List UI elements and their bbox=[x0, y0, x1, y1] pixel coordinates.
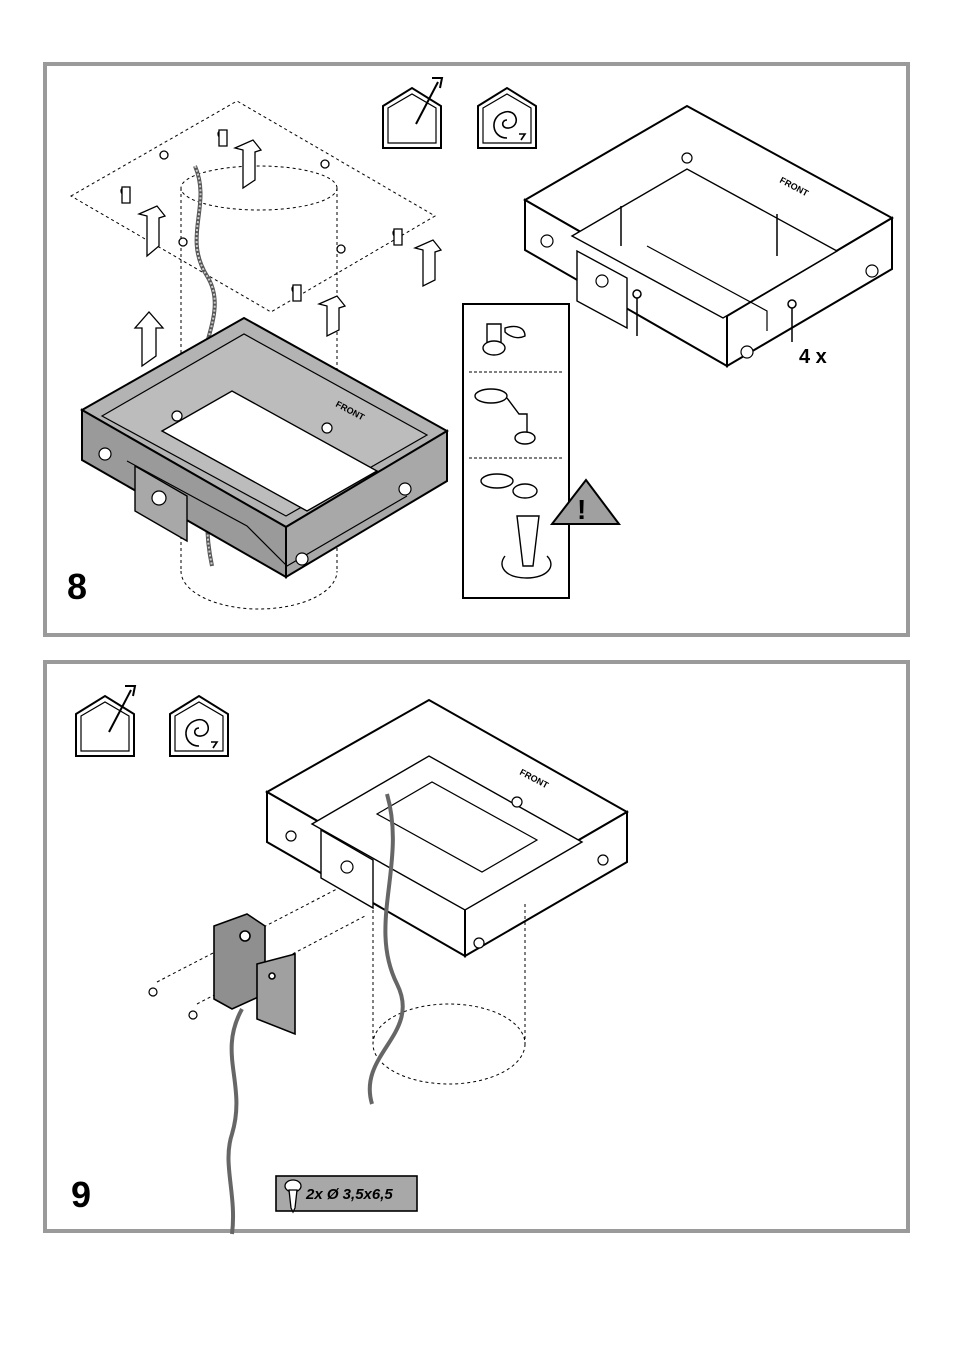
step-number: 8 bbox=[67, 566, 87, 608]
screw-quantity: 4 x bbox=[799, 346, 827, 368]
house-exhaust-icon bbox=[383, 78, 442, 148]
template-holes bbox=[121, 130, 401, 293]
house-exhaust-icon bbox=[76, 686, 135, 756]
warning-symbol: ! bbox=[577, 494, 586, 525]
step-9-panel: FRONT 2x Ø 3,5x6,5 bbox=[43, 660, 910, 1233]
house-recirculation-icon bbox=[170, 696, 228, 756]
screw-spec-label: 2x Ø 3,5x6,5 bbox=[276, 1176, 417, 1212]
step-9-illustration: FRONT 2x Ø 3,5x6,5 bbox=[47, 664, 914, 1237]
appliance-cable bbox=[228, 1009, 242, 1234]
inset-bracket-mounted bbox=[525, 106, 892, 366]
step-number: 9 bbox=[71, 1174, 91, 1216]
junction-box bbox=[214, 914, 295, 1034]
step-8-illustration: FRONT FRONT 4 x bbox=[47, 66, 914, 641]
screw-spec: 2x Ø 3,5x6,5 bbox=[305, 1186, 393, 1203]
house-recirculation-icon bbox=[478, 88, 536, 148]
step-8-panel: FRONT FRONT 4 x bbox=[43, 62, 910, 637]
mounting-bracket bbox=[82, 318, 447, 577]
mounting-bracket bbox=[267, 700, 627, 956]
screw-cap-sequence bbox=[463, 304, 569, 598]
fixing-screws bbox=[149, 988, 197, 1019]
